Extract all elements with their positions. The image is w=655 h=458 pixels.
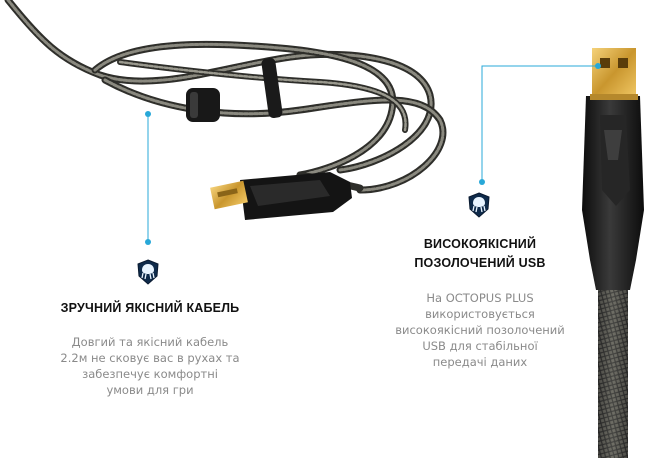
right-feature: ВИСОКОЯКІСНИЙ ПОЗОЛОЧЕНИЙ USB На OCTOPUS… <box>380 235 580 370</box>
desc-line: 2.2м не сковує вас в рухах та <box>60 351 240 365</box>
right-feature-title: ВИСОКОЯКІСНИЙ ПОЗОЛОЧЕНИЙ USB <box>380 235 580 273</box>
title-line: ПОЗОЛОЧЕНИЙ USB <box>414 256 546 270</box>
desc-line: передачі даних <box>432 355 528 369</box>
desc-line: використовується <box>425 307 535 321</box>
right-callout-line <box>479 63 601 185</box>
left-feature: ЗРУЧНИЙ ЯКІСНИЙ КАБЕЛЬ Довгий та якісний… <box>0 301 300 398</box>
cable-strap <box>261 57 283 119</box>
left-callout-line <box>145 111 151 245</box>
right-feature-description: На OCTOPUS PLUS використовується високоя… <box>380 290 580 370</box>
coiled-cable <box>4 0 447 194</box>
left-feature-description: Довгий та якісний кабель 2.2м не сковує … <box>0 334 300 398</box>
desc-line: На OCTOPUS PLUS <box>426 291 534 305</box>
octopus-logo-icon <box>137 259 159 285</box>
desc-line: умови для гри <box>106 383 194 397</box>
left-feature-title: ЗРУЧНИЙ ЯКІСНИЙ КАБЕЛЬ <box>60 301 240 315</box>
small-usb-plug <box>210 172 352 220</box>
octopus-logo-icon <box>468 192 490 218</box>
desc-line: Довгий та якісний кабель <box>71 335 229 349</box>
large-usb-plug <box>582 48 644 458</box>
desc-line: USB для стабільної <box>422 339 538 353</box>
desc-line: високоякісний позолочений <box>395 323 565 337</box>
desc-line: забезпечує комфортні <box>82 367 218 381</box>
title-line: ВИСОКОЯКІСНИЙ <box>423 237 537 251</box>
